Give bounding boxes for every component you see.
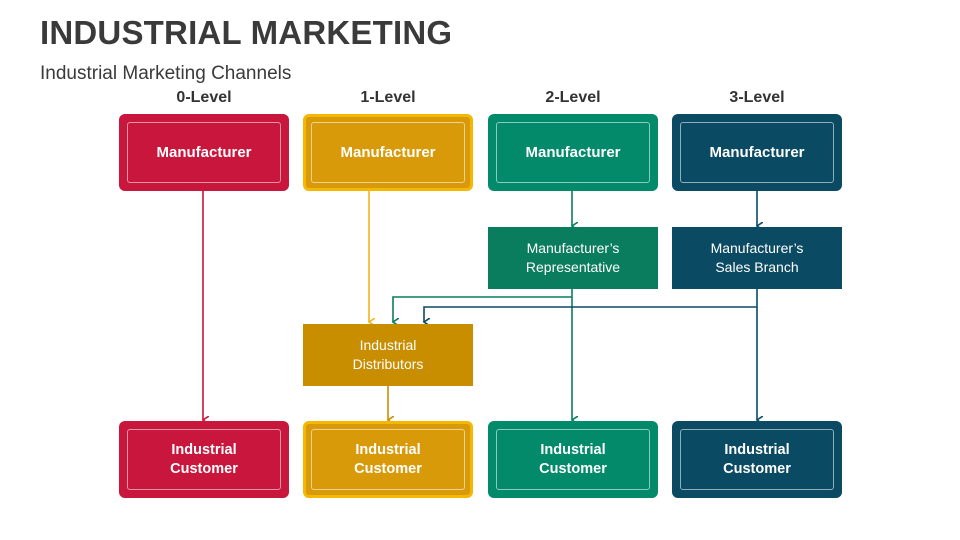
page-subtitle: Industrial Marketing Channels xyxy=(40,63,292,84)
sales-branch-line1: Manufacturer’s xyxy=(710,240,804,256)
manufacturer-label: Manufacturer xyxy=(127,122,281,183)
distributors-line1: Industrial xyxy=(359,337,417,353)
level-label-2: 2-Level xyxy=(545,89,601,106)
manufacturer-label: Manufacturer xyxy=(680,122,834,183)
manufacturer-box-0-level: Manufacturer xyxy=(119,114,289,191)
page-title: INDUSTRIAL MARKETING xyxy=(40,14,453,51)
representative-line1: Manufacturer’s xyxy=(526,240,620,256)
representative-line2: Representative xyxy=(525,259,621,275)
level-label-3: 3-Level xyxy=(729,89,785,106)
manufacturer-label: Manufacturer xyxy=(496,122,650,183)
manufacturer-box-2-level: Manufacturer xyxy=(488,114,658,191)
manufacturer-box-3-level: Manufacturer xyxy=(672,114,842,191)
arrow-sales-branch-to-distributors xyxy=(424,306,757,322)
level-label-1: 1-Level xyxy=(360,89,416,106)
distributors-line2: Distributors xyxy=(352,356,424,372)
arrow-representative-to-distributors xyxy=(393,296,572,322)
manufacturer-label: Manufacturer xyxy=(311,122,465,183)
manufacturer-box-1-level: Manufacturer xyxy=(303,114,473,191)
level-label-0: 0-Level xyxy=(176,89,232,106)
sales-branch-line2: Sales Branch xyxy=(715,259,799,275)
